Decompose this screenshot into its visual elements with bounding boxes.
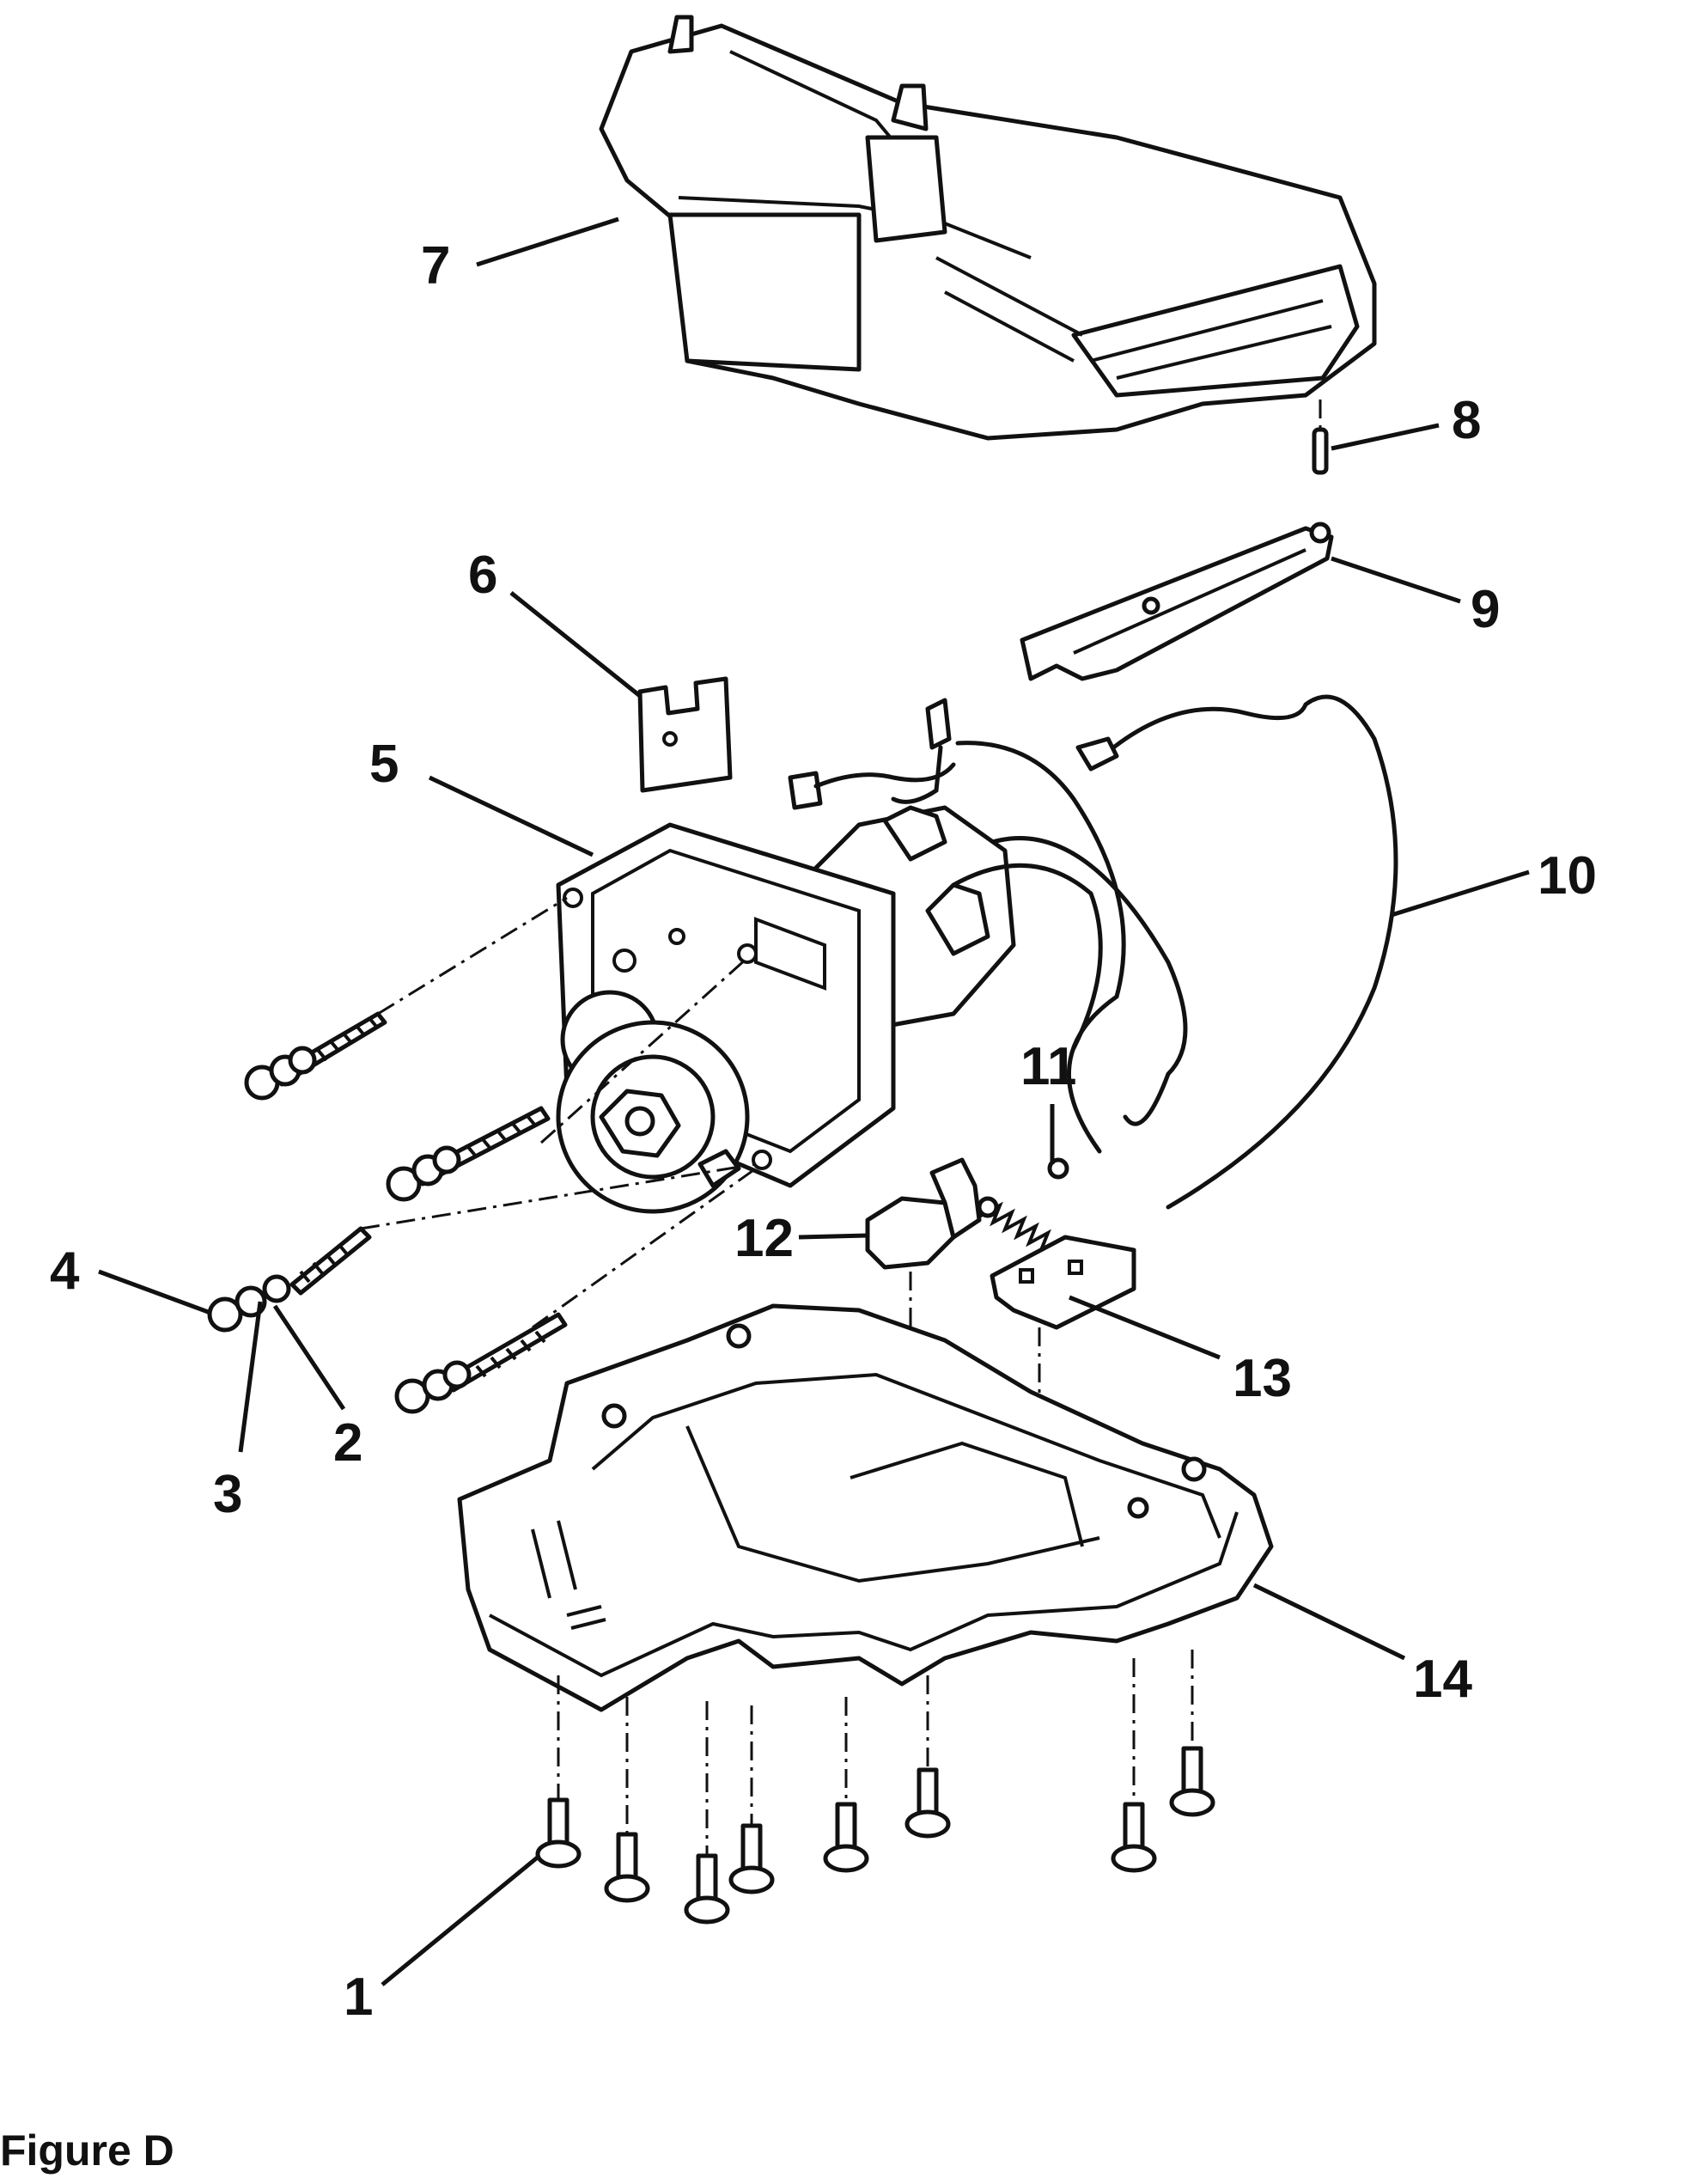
screw-1a xyxy=(535,1797,582,1869)
screw-1e xyxy=(823,1802,869,1873)
screw-assembly-4 xyxy=(394,1312,568,1414)
screw-1g xyxy=(1111,1802,1157,1873)
screw-assembly-1 xyxy=(244,1011,387,1101)
screw-1d xyxy=(728,1823,775,1894)
callout-11: 11 xyxy=(1020,1037,1077,1096)
callout-14: 14 xyxy=(1413,1650,1472,1709)
part-6-brush-plate xyxy=(637,676,733,793)
screw-assembly-2 xyxy=(386,1106,551,1202)
callout-8: 8 xyxy=(1452,391,1481,450)
callout-3: 3 xyxy=(213,1465,242,1524)
part-1-base-screws xyxy=(535,1650,1215,1925)
part-5-motor-assembly xyxy=(556,698,1103,1214)
callout-6: 6 xyxy=(468,546,497,605)
callout-4: 4 xyxy=(50,1241,80,1301)
part-10-lead-wires xyxy=(955,694,1398,1210)
leader-lines xyxy=(98,217,1530,1986)
callout-10: 10 xyxy=(1538,846,1597,906)
callout-1: 1 xyxy=(344,1967,373,2027)
screw-assembly-3 xyxy=(207,1226,372,1333)
part-8-pin xyxy=(1312,400,1329,475)
callout-labels: 1 2 3 4 5 6 7 8 9 10 11 12 13 14 xyxy=(50,236,1597,2027)
callout-2: 2 xyxy=(333,1413,362,1473)
part-7-upper-housing xyxy=(599,15,1377,441)
part-14-lower-housing xyxy=(457,1303,1274,1712)
callout-12: 12 xyxy=(734,1209,794,1268)
callout-13: 13 xyxy=(1233,1349,1292,1408)
motor-screws xyxy=(207,896,757,1414)
figure-caption: Figure D xyxy=(0,2126,174,2175)
callout-9: 9 xyxy=(1471,580,1500,639)
callout-5: 5 xyxy=(369,735,399,794)
screw-1f xyxy=(904,1767,951,1839)
screw-1b xyxy=(604,1832,650,1903)
screw-1c xyxy=(684,1853,730,1925)
callout-7: 7 xyxy=(421,236,450,296)
screw-1h xyxy=(1169,1746,1215,1817)
part-9-trigger-lever xyxy=(1020,522,1334,681)
